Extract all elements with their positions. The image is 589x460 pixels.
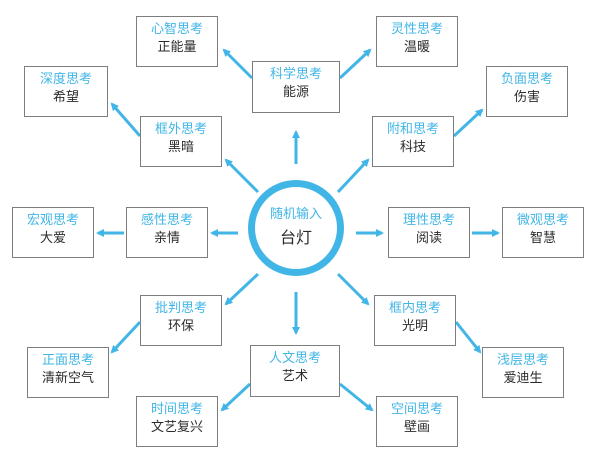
node-title: 附和思考 [386, 122, 439, 137]
node-shijian: 时间思考 文艺复兴 [136, 396, 218, 447]
node-answer: 文艺复兴 [150, 420, 203, 435]
arrow-center-to-kuangwai [224, 158, 260, 194]
node-ganxing: 感性思考 亲情 [126, 207, 208, 258]
arrow-fuhe-to-fumian [452, 108, 484, 138]
center-node: 随机输入 台灯 [248, 180, 344, 276]
arrow-renwen-to-shijian [220, 382, 252, 412]
node-fumian: 负面思考 伤害 [486, 66, 568, 117]
node-title: 批判思考 [154, 301, 207, 316]
node-answer: 亲情 [153, 231, 180, 246]
node-answer: 温暖 [403, 40, 430, 55]
arrow-kuangwai-to-shendu [110, 102, 142, 137]
node-answer: 正能量 [157, 40, 197, 55]
arrow-pipan-to-zhengmian [110, 320, 142, 354]
node-kuangwai: 框外思考 黑暗 [140, 116, 222, 167]
node-answer: 爱迪生 [503, 371, 543, 386]
node-title: 深度思考 [39, 72, 92, 87]
arrow-renwen-to-kongjian [339, 382, 374, 412]
node-answer: 壁画 [403, 420, 430, 435]
node-answer: 科技 [399, 140, 426, 155]
center-title: 随机输入 [269, 207, 322, 222]
node-title: 微观思考 [516, 213, 569, 228]
node-answer: 阅读 [415, 231, 442, 246]
node-kexue: 科学思考 能源 [252, 61, 340, 113]
node-qianceng: 浅层思考 爱迪生 [482, 347, 564, 398]
node-title: 感性思考 [140, 213, 193, 228]
arrow-center-to-fuhe [336, 158, 370, 194]
node-title: 正面思考 [41, 353, 94, 368]
node-kuangnei: 框内思考 光明 [374, 295, 456, 346]
node-title: 科学思考 [269, 67, 322, 82]
arrow-kexue-to-xinzhi [222, 48, 254, 80]
node-answer: 艺术 [281, 369, 308, 384]
node-answer: 大爱 [39, 231, 66, 246]
node-answer: 伤害 [513, 90, 540, 105]
node-title: 宏观思考 [26, 213, 79, 228]
node-answer: 智慧 [529, 231, 556, 246]
node-title: 理性思考 [402, 213, 455, 228]
node-title: 负面思考 [500, 72, 553, 87]
node-title: 空间思考 [390, 402, 443, 417]
node-answer: 光明 [401, 319, 428, 334]
node-xinzhi: 心智思考 正能量 [136, 16, 218, 67]
arrow-kuangnei-to-qianceng [454, 321, 482, 354]
arrow-kexue-to-lingxing [338, 48, 372, 80]
node-hongguan: 宏观思考 大爱 [12, 207, 94, 258]
node-answer: 黑暗 [167, 140, 194, 155]
center-subject: 台灯 [279, 228, 312, 247]
node-lixing: 理性思考 阅读 [388, 207, 470, 258]
node-title: 灵性思考 [390, 22, 443, 37]
node-title: 心智思考 [150, 22, 203, 37]
node-title: 人文思考 [268, 351, 321, 366]
node-fuhe: 附和思考 科技 [372, 116, 454, 167]
node-answer: 环保 [167, 319, 194, 334]
node-title: 框内思考 [388, 301, 441, 316]
node-weiguan: 微观思考 智慧 [502, 207, 584, 258]
node-title: 框外思考 [154, 122, 207, 137]
arrow-center-to-kuangnei [336, 272, 370, 306]
node-zhengmian: 正面思考 清新空气 [27, 347, 109, 398]
node-answer: 能源 [282, 85, 309, 100]
node-pipan: 批判思考 环保 [140, 295, 222, 346]
node-answer: 清新空气 [41, 371, 94, 386]
node-title: 时间思考 [150, 402, 203, 417]
node-lingxing: 灵性思考 温暖 [376, 16, 458, 67]
node-shendu: 深度思考 希望 [24, 66, 108, 117]
node-answer: 希望 [52, 90, 79, 105]
node-title: 浅层思考 [496, 353, 549, 368]
arrow-center-to-pipan [224, 272, 260, 306]
node-kongjian: 空间思考 壁画 [376, 396, 458, 447]
node-renwen: 人文思考 艺术 [250, 345, 340, 397]
